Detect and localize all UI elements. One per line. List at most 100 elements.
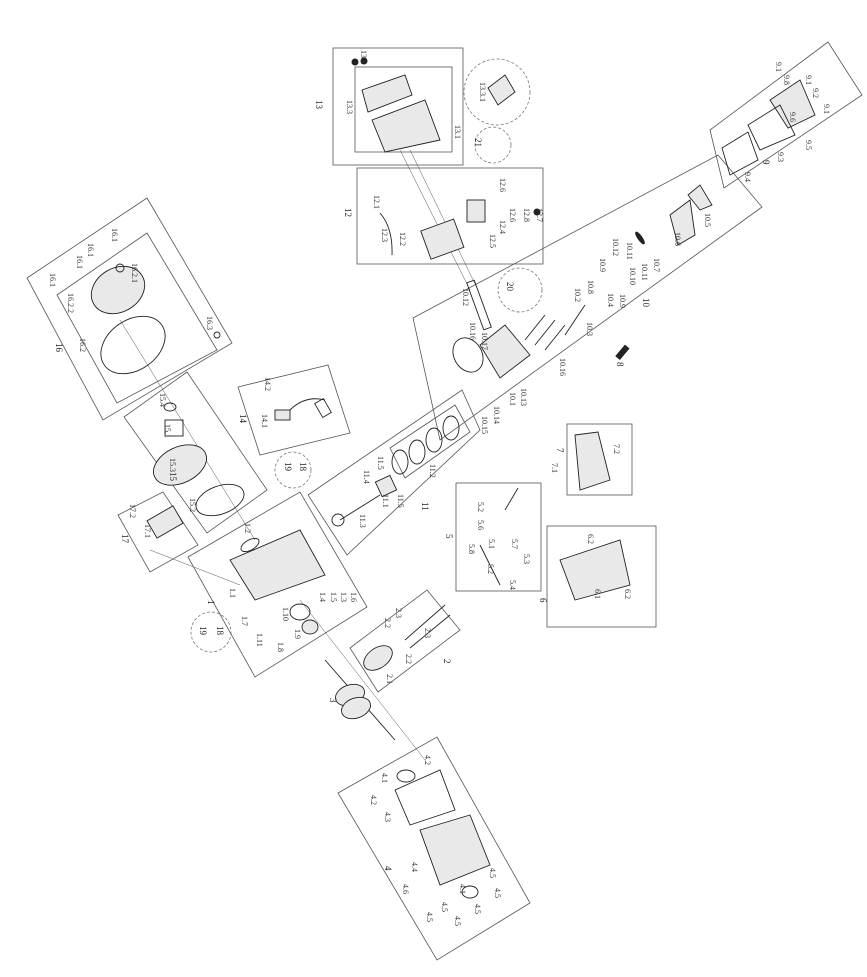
- part-label: 11.5: [396, 494, 405, 508]
- part-label: 10.16: [558, 358, 567, 376]
- part-label: 5.8: [467, 544, 476, 554]
- part-label: 9.1: [804, 75, 813, 85]
- part-label: 5.6: [476, 520, 485, 530]
- detail-circle-13-3-1: [463, 58, 531, 126]
- part-label: 11.2: [428, 464, 437, 478]
- part-label: 9: [761, 160, 771, 165]
- part-label: 10.14: [492, 406, 501, 424]
- part-label: 4.5: [425, 912, 434, 922]
- frame-group-13: [332, 47, 464, 166]
- part-label: 6.2: [623, 589, 632, 599]
- part-label: 10.1: [508, 392, 517, 406]
- part-label: 4.5: [488, 868, 497, 878]
- part-label: 15.2: [188, 498, 197, 512]
- part-label: 9.4: [743, 172, 752, 182]
- part-label: 4.4: [410, 862, 419, 872]
- frame-group-1: [187, 491, 368, 678]
- part-label: 12.6: [508, 208, 517, 222]
- part-label: 10.12: [611, 238, 620, 256]
- part-label: 4.2: [423, 755, 432, 765]
- assembly-axis-line: [299, 599, 426, 761]
- part-label: 13: [314, 100, 324, 110]
- part-label: 10.11: [625, 242, 634, 260]
- frame-group-11-rings: [389, 404, 471, 479]
- part-label: 10.6: [673, 232, 682, 246]
- part-label: 2.3: [394, 608, 403, 618]
- part-label: 7.1: [550, 463, 559, 473]
- part-label: 5.7: [510, 539, 519, 549]
- part-label: 2.3: [423, 628, 432, 638]
- carburetor: [379, 199, 541, 260]
- part-label: 20: [505, 282, 515, 292]
- part-label: 2.2: [404, 654, 413, 664]
- frame-group-10: [412, 154, 763, 441]
- part-label: 5: [444, 534, 454, 539]
- part-label: 11.5: [376, 456, 385, 470]
- part-label: 10.15: [480, 416, 489, 434]
- part-label: 1.6: [349, 592, 358, 602]
- part-label: 10.13: [519, 388, 528, 406]
- part-label: 12: [343, 208, 353, 217]
- part-label: 10.5: [703, 213, 712, 227]
- part-label: 4.6: [401, 884, 410, 894]
- part-label: 1.4: [318, 592, 327, 602]
- part-label: 4.5: [453, 916, 462, 926]
- frame-group-14: [237, 364, 351, 456]
- part-label: 10.10: [628, 267, 637, 285]
- crankcase: [229, 529, 326, 635]
- part-label: 13.3: [345, 100, 354, 114]
- part-label: 10.12: [461, 288, 470, 306]
- part-label: 11.3: [358, 514, 367, 528]
- camshaft: [363, 604, 451, 671]
- part-label: 15.4: [158, 393, 167, 407]
- part-label: 5.2: [476, 502, 485, 512]
- recoil-starter: [90, 263, 221, 375]
- assembly-axis-line: [409, 149, 479, 291]
- part-label: 9.5: [804, 140, 813, 150]
- part-label: 4.5: [473, 904, 482, 914]
- part-label: 12.6: [498, 178, 507, 192]
- part-label: 18: [215, 626, 225, 636]
- part-label: 10.17: [480, 332, 489, 350]
- frame-group-5: [455, 482, 542, 592]
- part-label: 1.8: [276, 642, 285, 652]
- part-label: 4.1: [458, 884, 467, 894]
- part-label: 1.11: [255, 633, 264, 647]
- part-label: 1.1: [228, 588, 237, 598]
- frame-group-2: [349, 589, 461, 693]
- part-label: 12.4: [498, 220, 507, 234]
- assembly-axis-line: [119, 319, 256, 541]
- part-label: 13.2: [359, 50, 368, 64]
- part-label: 9.2: [811, 88, 820, 98]
- part-label: 7: [555, 448, 565, 453]
- part-label: 12.7: [535, 208, 544, 222]
- part-label: 1.9: [293, 629, 302, 639]
- part-label: 10.8: [586, 280, 595, 294]
- part-label: 6.1: [593, 589, 602, 599]
- part-label: 5.2: [486, 564, 495, 574]
- part-label: 14.1: [260, 414, 269, 428]
- part-label: 1.10: [281, 607, 290, 621]
- part-label: 6: [538, 598, 548, 603]
- starter-motor: [146, 505, 184, 539]
- part-label: 15.3: [168, 458, 177, 472]
- part-label: 14: [238, 414, 248, 424]
- air-filter-cover: [351, 57, 516, 153]
- part-label: 5.1: [487, 539, 496, 549]
- part-label: 2.1: [385, 674, 394, 684]
- assembly-axis-line: [149, 549, 241, 586]
- ignition-coil: [274, 397, 332, 421]
- part-label: 15: [168, 472, 178, 482]
- part-label: 4.1: [380, 773, 389, 783]
- part-label: 14.2: [263, 377, 272, 391]
- frame-group-11: [307, 389, 481, 556]
- part-label: 4.2: [369, 795, 378, 805]
- assembly-axis-line: [399, 149, 471, 291]
- part-label: 4.5: [493, 888, 502, 898]
- frame-group-13-3: [354, 66, 453, 153]
- cylinder-head: [452, 184, 713, 379]
- part-label: 16.2.1: [130, 263, 139, 283]
- part-label: 10.7: [652, 258, 661, 272]
- part-label: 13.3.1: [478, 82, 487, 102]
